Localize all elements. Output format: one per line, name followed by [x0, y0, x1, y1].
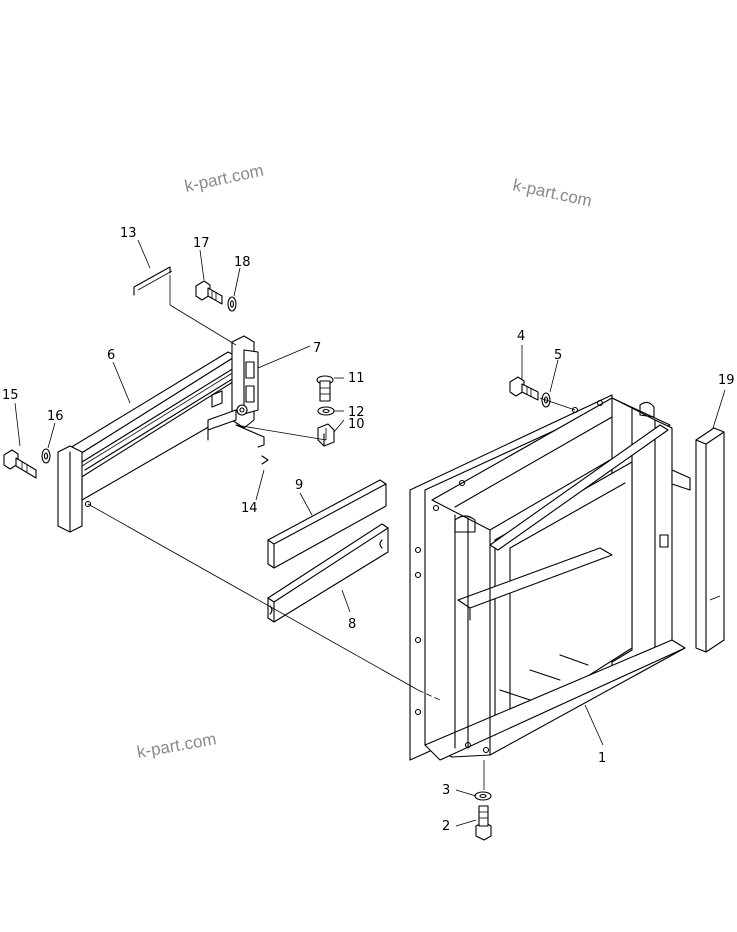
bolt-part-15 [3, 449, 37, 479]
leader-lines [14, 239, 726, 827]
rod-part-13 [133, 266, 237, 346]
callout-5: 5 [554, 348, 562, 363]
assembly-lines [87, 397, 576, 790]
callout-15: 15 [2, 388, 19, 403]
bracket-part-7 [207, 335, 259, 441]
screw-part-11 [316, 375, 334, 402]
callout-7: 7 [313, 341, 321, 356]
callout-16: 16 [47, 409, 64, 424]
washer-part-12 [317, 406, 335, 416]
callout-18: 18 [234, 255, 251, 270]
washer-part-3 [474, 791, 492, 801]
callout-3: 3 [442, 783, 450, 798]
callout-8: 8 [348, 617, 356, 632]
pin-part-14 [235, 424, 269, 465]
bolt-part-2 [475, 805, 492, 841]
callout-4: 4 [517, 329, 525, 344]
frame-part-1 [409, 394, 691, 761]
callout-6: 6 [107, 348, 115, 363]
callout-13: 13 [120, 226, 137, 241]
bolt-part-17 [195, 280, 223, 305]
watermark: k-part.com [183, 161, 265, 196]
callout-17: 17 [193, 236, 210, 251]
watermark: k-part.com [511, 175, 593, 210]
plate-part-9 [267, 479, 387, 569]
callout-10: 10 [348, 417, 365, 432]
callout-1: 1 [598, 751, 606, 766]
callout-12: 12 [348, 405, 365, 420]
washer-part-16 [41, 448, 51, 464]
bolt-part-4 [509, 376, 539, 401]
callout-2: 2 [442, 819, 450, 834]
seal-part-19 [695, 427, 725, 653]
callout-labels: 1 2 3 4 5 6 7 8 9 10 11 12 13 14 15 16 1… [2, 226, 735, 834]
callout-19: 19 [718, 373, 735, 388]
watermark: k-part.com [135, 729, 217, 762]
callout-14: 14 [241, 501, 258, 516]
plate-part-8 [267, 523, 389, 623]
callout-9: 9 [295, 478, 303, 493]
washer-part-18 [227, 296, 237, 312]
callout-11: 11 [348, 371, 365, 386]
bar-assembly-part-6 [57, 351, 239, 533]
